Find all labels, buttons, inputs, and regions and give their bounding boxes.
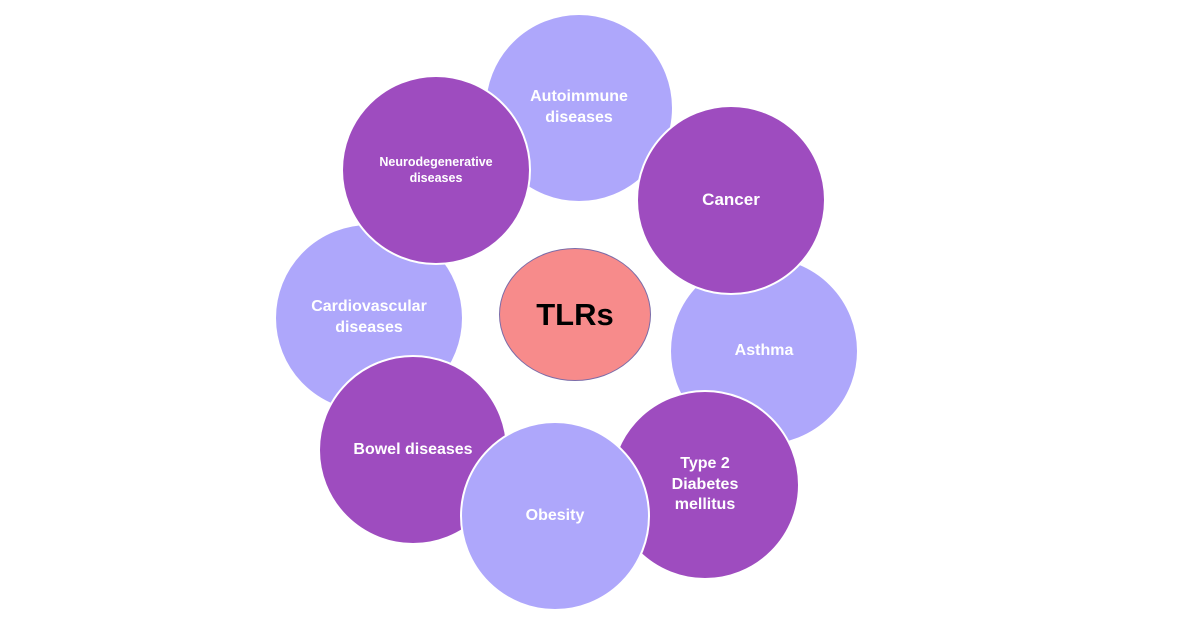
node-label-line: Cardiovascular <box>311 298 427 316</box>
node-label-line: Type 2 <box>680 454 730 472</box>
node-label-line: diseases <box>545 109 613 126</box>
center-label: TLRs <box>536 296 614 332</box>
node-label-line: mellitus <box>674 496 736 514</box>
node-neurodegenerative-diseases: Neurodegenerative diseases <box>341 75 531 265</box>
center-node-tlrs: TLRs <box>499 248 651 381</box>
node-label-line: Obesity <box>525 506 585 524</box>
node-label-line: diseases <box>409 171 463 185</box>
node-label-line: diseases <box>335 319 403 336</box>
node-label-line: Diabetes <box>671 475 739 493</box>
node-obesity: Obesity <box>460 421 650 611</box>
node-label-line: Autoimmune <box>530 88 628 106</box>
node-label-line: Neurodegenerative <box>379 154 493 169</box>
node-cancer: Cancer <box>636 105 826 295</box>
node-label-line: Bowel diseases <box>353 440 473 458</box>
node-label-line: Asthma <box>734 341 794 359</box>
node-label-line: Cancer <box>702 189 760 209</box>
